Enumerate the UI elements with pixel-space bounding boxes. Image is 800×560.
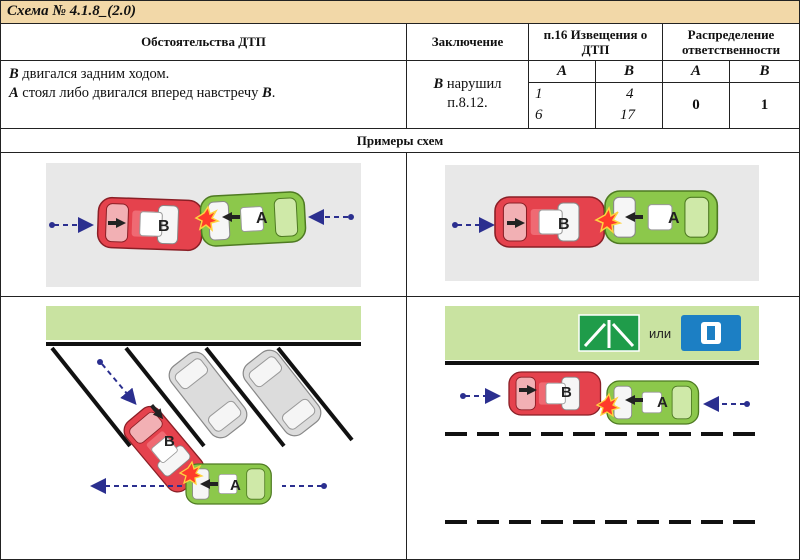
col-circumstances-header: Обстоятельства ДТП <box>1 24 406 60</box>
vehicle-b-ref: В <box>262 85 272 101</box>
scheme-parking-reverse: В А <box>46 306 361 551</box>
car-a <box>607 381 699 424</box>
col-conclusion-header: Заключение <box>407 24 528 60</box>
scheme-road-reverse: или В А <box>445 306 759 551</box>
vehicle-b-ref: В <box>9 66 19 82</box>
notice-sub-b: В <box>596 61 662 82</box>
conclusion-text: В нарушил п.8.12. <box>407 75 528 113</box>
car-a-label: А <box>657 394 668 411</box>
vehicle-b-ref: В <box>434 76 444 92</box>
rule-reference: п.8.12. <box>407 94 528 113</box>
col-responsibility-header: Распределение ответственности <box>663 24 799 60</box>
scheme-title-bar: Схема № 4.1.8_(2.0) <box>1 1 799 24</box>
resp-sub-a: А <box>663 61 729 82</box>
scheme-reverse-head-on-1: В А <box>46 163 361 287</box>
notice-a-value: 1 <box>535 85 543 104</box>
motorway-sign-icon <box>681 315 741 351</box>
car-a-label: А <box>256 210 268 227</box>
car-b-label: В <box>561 384 572 401</box>
car-b <box>509 372 601 415</box>
car-a-label: А <box>668 210 680 227</box>
car-b-label: В <box>558 216 570 233</box>
notice-a-value: 6 <box>535 106 543 125</box>
resp-b-value: 1 <box>730 83 799 128</box>
car-a-label: А <box>230 477 241 494</box>
circ-line1: двигался задним ходом. <box>19 66 170 82</box>
circumstances-text: В двигался задним ходом. А стоял либо дв… <box>9 65 404 103</box>
car-a <box>200 191 306 246</box>
highway-sign-icon <box>579 315 639 351</box>
car-a <box>186 464 271 504</box>
car-a <box>605 191 717 244</box>
grid-divider <box>406 152 407 559</box>
sign-or-label: или <box>649 326 671 341</box>
col-notice-header: п.16 Извещения о ДТП <box>529 24 662 60</box>
scheme-title: Схема № 4.1.8_(2.0) <box>7 3 136 20</box>
notice-b-value: 17 <box>620 106 635 125</box>
car-b-label: В <box>164 433 175 450</box>
scheme-reverse-head-on-2: В А <box>445 165 759 281</box>
resp-a-value: 0 <box>663 83 729 128</box>
car-b-label: В <box>158 218 170 235</box>
resp-sub-b: В <box>730 61 799 82</box>
notice-b-value: 4 <box>626 85 634 104</box>
table-divider <box>1 152 799 153</box>
grid-divider <box>1 296 799 297</box>
notice-sub-a: А <box>529 61 595 82</box>
circ-line2: стоял либо двигался вперед навстречу <box>19 85 262 101</box>
examples-header: Примеры схем <box>1 129 799 152</box>
vehicle-a-ref: А <box>9 85 19 101</box>
